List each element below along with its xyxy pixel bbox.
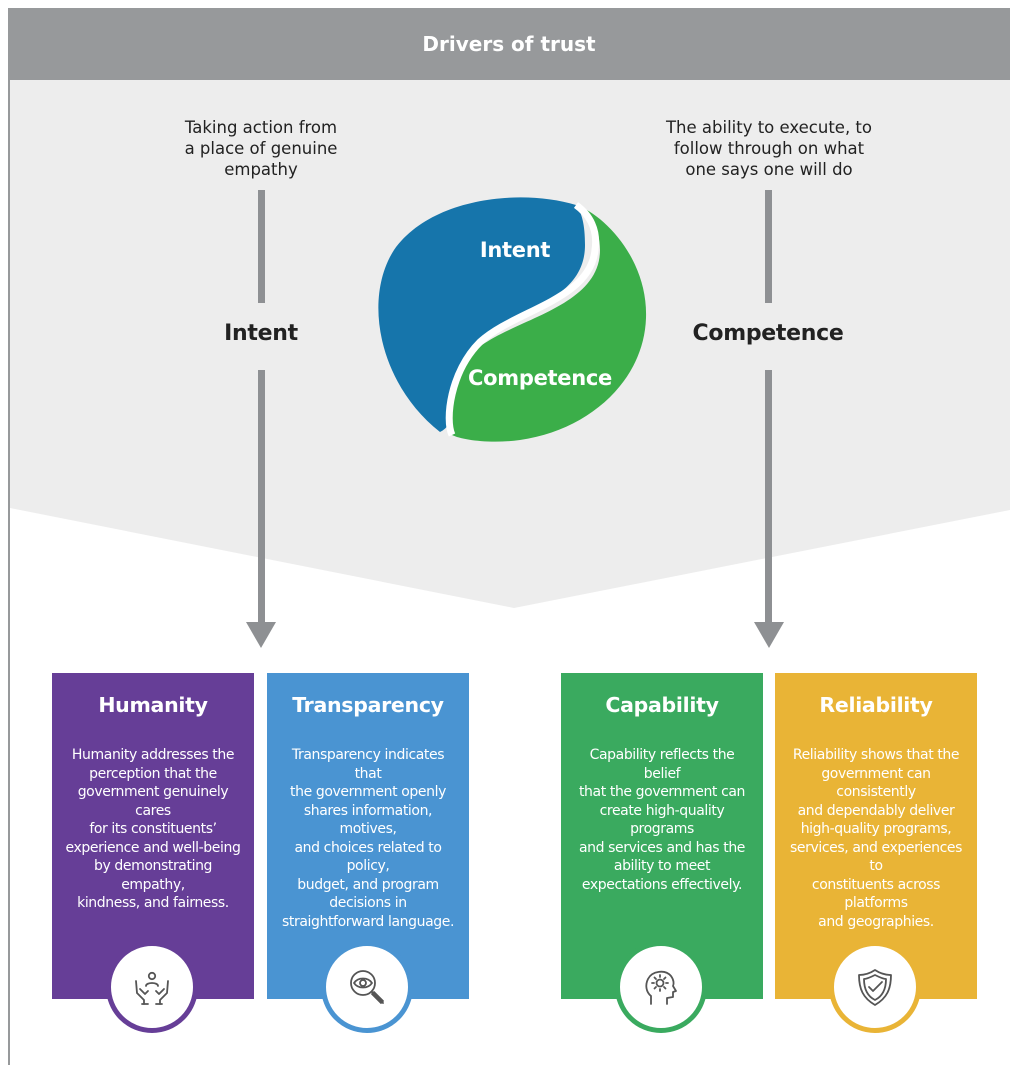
intent-description: Taking action from a place of genuine em… — [150, 117, 372, 180]
card-title: Transparency — [292, 693, 444, 717]
card-title: Capability — [605, 693, 719, 717]
intent-description-line: empathy — [224, 160, 298, 179]
card-line: decisions in — [329, 895, 407, 911]
intent-description-line: Taking action from — [184, 118, 338, 137]
card-line: perception that the — [89, 765, 217, 782]
intent-line-top — [258, 190, 265, 303]
card-line: budget, and program — [297, 876, 439, 893]
card-description: Capability reflects the belief that the … — [571, 746, 753, 894]
card-title: Reliability — [819, 693, 933, 717]
yin-yang-competence-half — [448, 205, 647, 442]
card-line: ability to meet — [613, 858, 711, 874]
card-line: and geographies. — [818, 913, 934, 930]
competence-label: Competence — [692, 321, 844, 346]
card-line: create high-quality programs — [599, 802, 725, 838]
card-icon-ring — [615, 941, 707, 1033]
page-title: Drivers of trust — [422, 32, 596, 56]
card-line: government genuinely cares — [77, 784, 229, 819]
head-gear-icon — [645, 970, 677, 1005]
card-line: constituents across platforms — [811, 876, 941, 912]
intent-label: Intent — [224, 321, 298, 346]
competence-description: The ability to execute, to follow throug… — [638, 117, 900, 180]
competence-description-line: one says one will do — [685, 160, 853, 179]
card-icon-ring — [106, 941, 198, 1033]
competence-line-bottom — [765, 370, 772, 622]
card-line: experience and well-being — [65, 839, 241, 856]
card-line: high-quality programs, — [800, 821, 952, 837]
card-line: for its constituents’ — [89, 821, 217, 837]
card-line: the government openly — [290, 784, 446, 800]
yin-yang-intent-label: Intent — [479, 238, 551, 262]
card-line: expectations effectively. — [581, 876, 743, 893]
yin-yang-competence-label: Competence — [468, 366, 612, 390]
yin-yang-divider — [445, 202, 600, 437]
card-line: that the government can — [578, 784, 746, 800]
intent-arrowhead — [246, 622, 276, 648]
competence-description-line: follow through on what — [673, 139, 865, 158]
intent-description-line: a place of genuine — [184, 139, 338, 158]
card-description: Humanity addresses the perception that t… — [62, 746, 244, 913]
card-line: Transparency indicates that — [291, 747, 445, 782]
card-icon-ring — [321, 941, 413, 1033]
card-line: and dependably deliver — [797, 802, 955, 819]
card-line: and choices related to policy, — [294, 839, 442, 875]
card-reliability: Reliability Reliability shows that the g… — [775, 673, 977, 1033]
intent-line-bottom — [258, 370, 265, 622]
shield-check-icon — [858, 969, 892, 1006]
card-line: Humanity addresses the — [71, 747, 235, 763]
card-line: shares information, motives, — [303, 802, 433, 838]
frame-border — [8, 80, 10, 1065]
card-line: kindness, and fairness. — [77, 895, 229, 911]
caring-hands-icon — [135, 971, 169, 1005]
card-humanity: Humanity Humanity addresses the percepti… — [52, 673, 254, 1033]
card-icon-ring — [829, 941, 921, 1033]
card-transparency: Transparency Transparency indicates that… — [267, 673, 469, 1033]
card-line: and services and has the — [578, 839, 746, 856]
magnifier-eye-icon — [350, 970, 384, 1004]
header-bar: Drivers of trust — [8, 8, 1010, 80]
card-line: government can consistently — [821, 765, 931, 801]
competence-line-top — [765, 190, 772, 303]
card-line: straightforward language. — [281, 913, 454, 930]
card-title: Humanity — [98, 693, 208, 717]
card-line: Reliability shows that the — [792, 747, 960, 763]
competence-description-line: The ability to execute, to — [665, 118, 873, 137]
card-line: services, and experiences to — [789, 839, 963, 875]
card-capability: Capability Capability reflects the belie… — [561, 673, 763, 1033]
yin-yang-intent-half — [378, 197, 585, 432]
card-description: Reliability shows that the government ca… — [785, 746, 967, 931]
card-line: Capability reflects the belief — [589, 747, 735, 782]
competence-arrowhead — [754, 622, 784, 648]
card-description: Transparency indicates that the governme… — [277, 746, 459, 931]
card-line: by demonstrating empathy, — [93, 858, 213, 893]
